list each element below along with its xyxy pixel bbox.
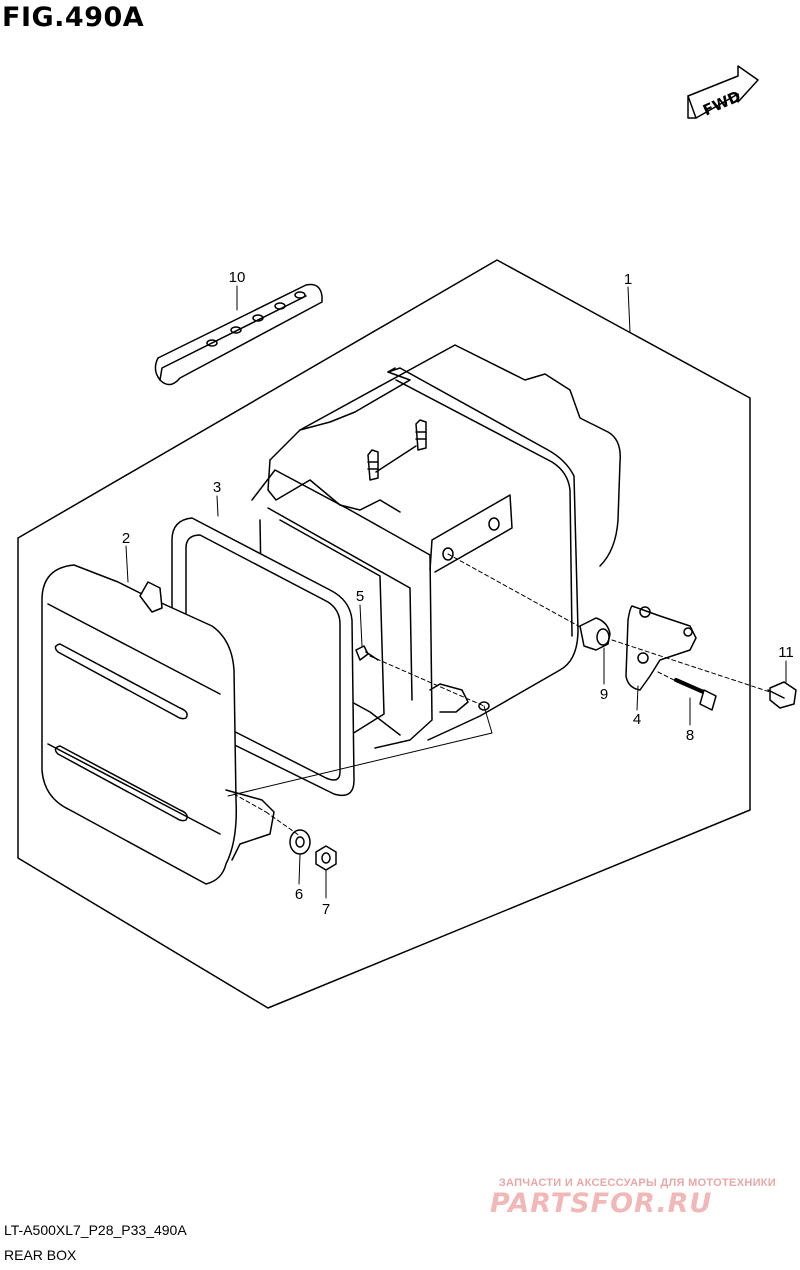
callout-10: 10 (229, 269, 246, 286)
callout-6: 6 (295, 886, 303, 903)
diagram-code: LT-A500XL7_P28_P33_490A (4, 1222, 187, 1238)
fwd-arrow-icon (687, 65, 759, 119)
part-4-plate (625, 605, 697, 691)
callout-4: 4 (633, 711, 641, 728)
part-11-bolt (767, 681, 797, 709)
assembly-frame (17, 259, 751, 1009)
watermark-tagline: ЗАПЧАСТИ И АКСЕССУАРЫ ДЛЯ МОТОТЕХНИКИ (498, 1177, 776, 1189)
callout-3: 3 (213, 479, 221, 496)
part-10-bracket (154, 283, 323, 386)
part-7-nut (315, 845, 337, 871)
part-8-bolt (674, 678, 717, 711)
part-5-screw (355, 645, 379, 661)
callout-1: 1 (624, 271, 632, 288)
part-2-cover (41, 564, 275, 885)
diagram-caption: REAR BOX (4, 1247, 77, 1263)
callout-5: 5 (356, 588, 364, 605)
callout-8: 8 (686, 727, 694, 744)
figure-title: FIG.490A (2, 2, 145, 33)
part-6-washer (289, 829, 311, 855)
part-9-grommet (579, 617, 611, 651)
callout-9: 9 (600, 686, 608, 703)
callout-7: 7 (322, 901, 330, 918)
watermark-logo: PARTSFOR.RU (490, 1188, 713, 1219)
callout-11: 11 (778, 644, 794, 661)
part-1-rear-box (251, 344, 621, 749)
callout-2: 2 (122, 530, 130, 547)
